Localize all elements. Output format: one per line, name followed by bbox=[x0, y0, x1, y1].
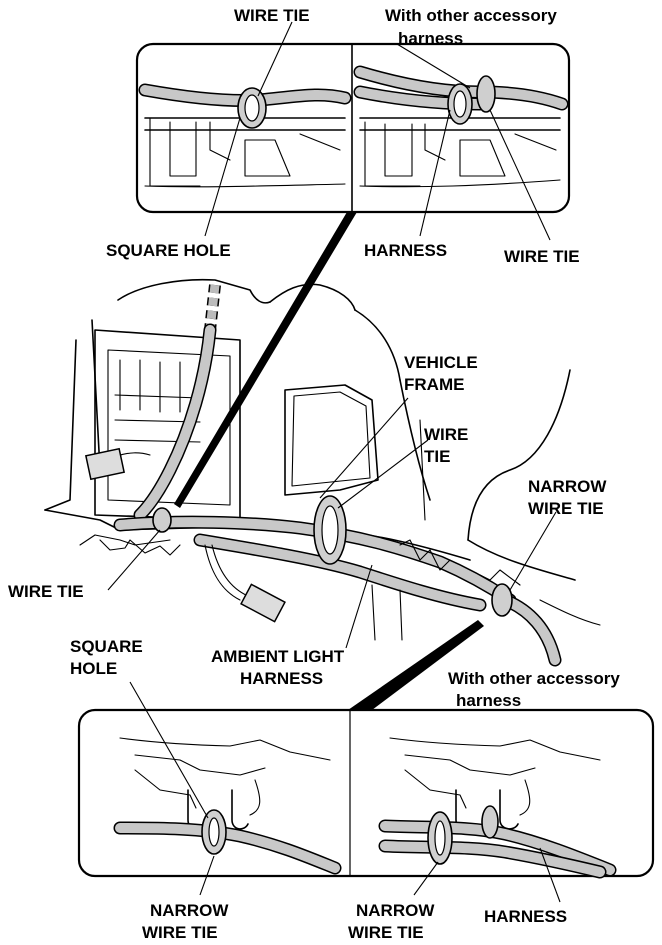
label-bottom-narrow-right-line1: NARROW bbox=[356, 901, 435, 920]
label-ambient-line1: AMBIENT LIGHT bbox=[211, 647, 345, 666]
leader-lines bbox=[107, 21, 561, 903]
label-top-harness: HARNESS bbox=[364, 241, 447, 260]
label-bottom-narrow-right-line2: WIRE TIE bbox=[348, 923, 424, 942]
label-left-wire-tie: WIRE TIE bbox=[8, 582, 84, 601]
label-bottom-accessory-line1: With other accessory bbox=[448, 669, 620, 688]
label-bottom-accessory-line2: harness bbox=[456, 691, 521, 710]
label-top-square-hole: SQUARE HOLE bbox=[106, 241, 231, 260]
top-left-panel-art bbox=[138, 83, 352, 188]
top-callout-wedge bbox=[174, 212, 357, 508]
label-top-wire-tie: WIRE TIE bbox=[234, 6, 310, 25]
label-square-hole-line1: SQUARE bbox=[70, 637, 143, 656]
label-bottom-harness: HARNESS bbox=[484, 907, 567, 926]
labels: WIRE TIE With other accessory harness SQ… bbox=[8, 6, 620, 942]
main-view bbox=[44, 278, 601, 667]
label-mid-wire-tie-line1: WIRE bbox=[424, 425, 468, 444]
bottom-detail-inset bbox=[77, 708, 655, 879]
bottom-callout-wedge bbox=[348, 620, 484, 710]
label-top-wire-tie-right: WIRE TIE bbox=[504, 247, 580, 266]
label-mid-wire-tie-line2: TIE bbox=[424, 447, 450, 466]
label-bottom-narrow-left-line1: NARROW bbox=[150, 901, 229, 920]
label-square-hole-line2: HOLE bbox=[70, 659, 117, 678]
label-narrow-wire-tie-line2: WIRE TIE bbox=[528, 499, 604, 518]
label-ambient-line2: HARNESS bbox=[240, 669, 323, 688]
top-detail-inset bbox=[135, 42, 571, 214]
label-vehicle-frame-line1: VEHICLE bbox=[404, 353, 478, 372]
label-narrow-wire-tie-line1: NARROW bbox=[528, 477, 607, 496]
label-vehicle-frame-line2: FRAME bbox=[404, 375, 464, 394]
label-top-accessory-line1: With other accessory bbox=[385, 6, 557, 25]
bottom-right-panel-art bbox=[378, 737, 617, 879]
top-right-panel-art bbox=[353, 65, 569, 188]
label-bottom-narrow-left-line2: WIRE TIE bbox=[142, 923, 218, 942]
label-top-accessory-line2: harness bbox=[398, 29, 463, 48]
bottom-left-panel-art bbox=[113, 737, 342, 875]
